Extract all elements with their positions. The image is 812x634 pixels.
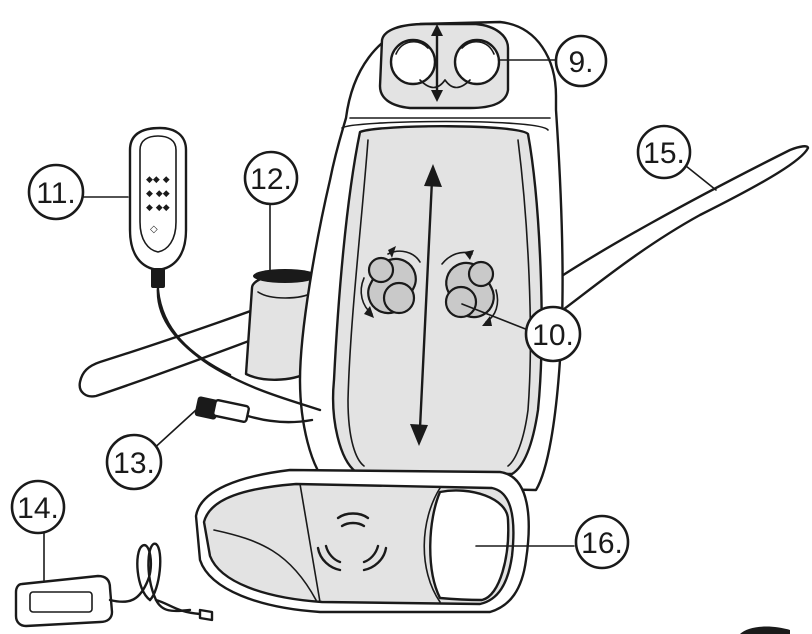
callout-14-label: 14. — [17, 492, 59, 525]
callout-10-label: 10. — [532, 319, 574, 352]
callout-11: 11. — [27, 163, 85, 221]
ac-adapter — [14, 542, 214, 628]
neck-massage-unit — [378, 22, 510, 110]
callout-9: 9. — [554, 34, 608, 88]
svg-text:◆◆ ◆: ◆◆ ◆ — [146, 175, 170, 185]
callout-15-label: 15. — [643, 137, 685, 170]
callout-14: 14. — [10, 479, 66, 535]
callout-13: 13. — [105, 433, 163, 491]
power-connector — [194, 396, 314, 424]
seat-cushion — [194, 468, 530, 614]
callout-10: 10. — [524, 305, 582, 363]
cropped-edge-shape — [740, 626, 790, 634]
callout-15: 15. — [636, 124, 692, 180]
leader-lines — [43, 59, 717, 581]
callout-11-label: 11. — [36, 177, 75, 210]
svg-text:◆ ◆◆: ◆ ◆◆ — [146, 189, 170, 199]
svg-text:◇: ◇ — [150, 224, 158, 235]
callout-9-label: 9. — [568, 46, 593, 79]
backrest — [298, 20, 564, 492]
callout-16-label: 16. — [581, 527, 623, 560]
callout-12-label: 12. — [250, 163, 292, 196]
callout-13-label: 13. — [113, 447, 155, 480]
callout-12: 12. — [243, 150, 299, 206]
strap-right — [546, 145, 810, 314]
svg-text:◆ ◆◆: ◆ ◆◆ — [146, 203, 170, 213]
shiatsu-nodes — [360, 164, 499, 446]
remote-control: ◆◆ ◆ ◆ ◆◆ ◆ ◆◆ ◇ — [128, 126, 322, 412]
callout-16: 16. — [574, 514, 630, 570]
